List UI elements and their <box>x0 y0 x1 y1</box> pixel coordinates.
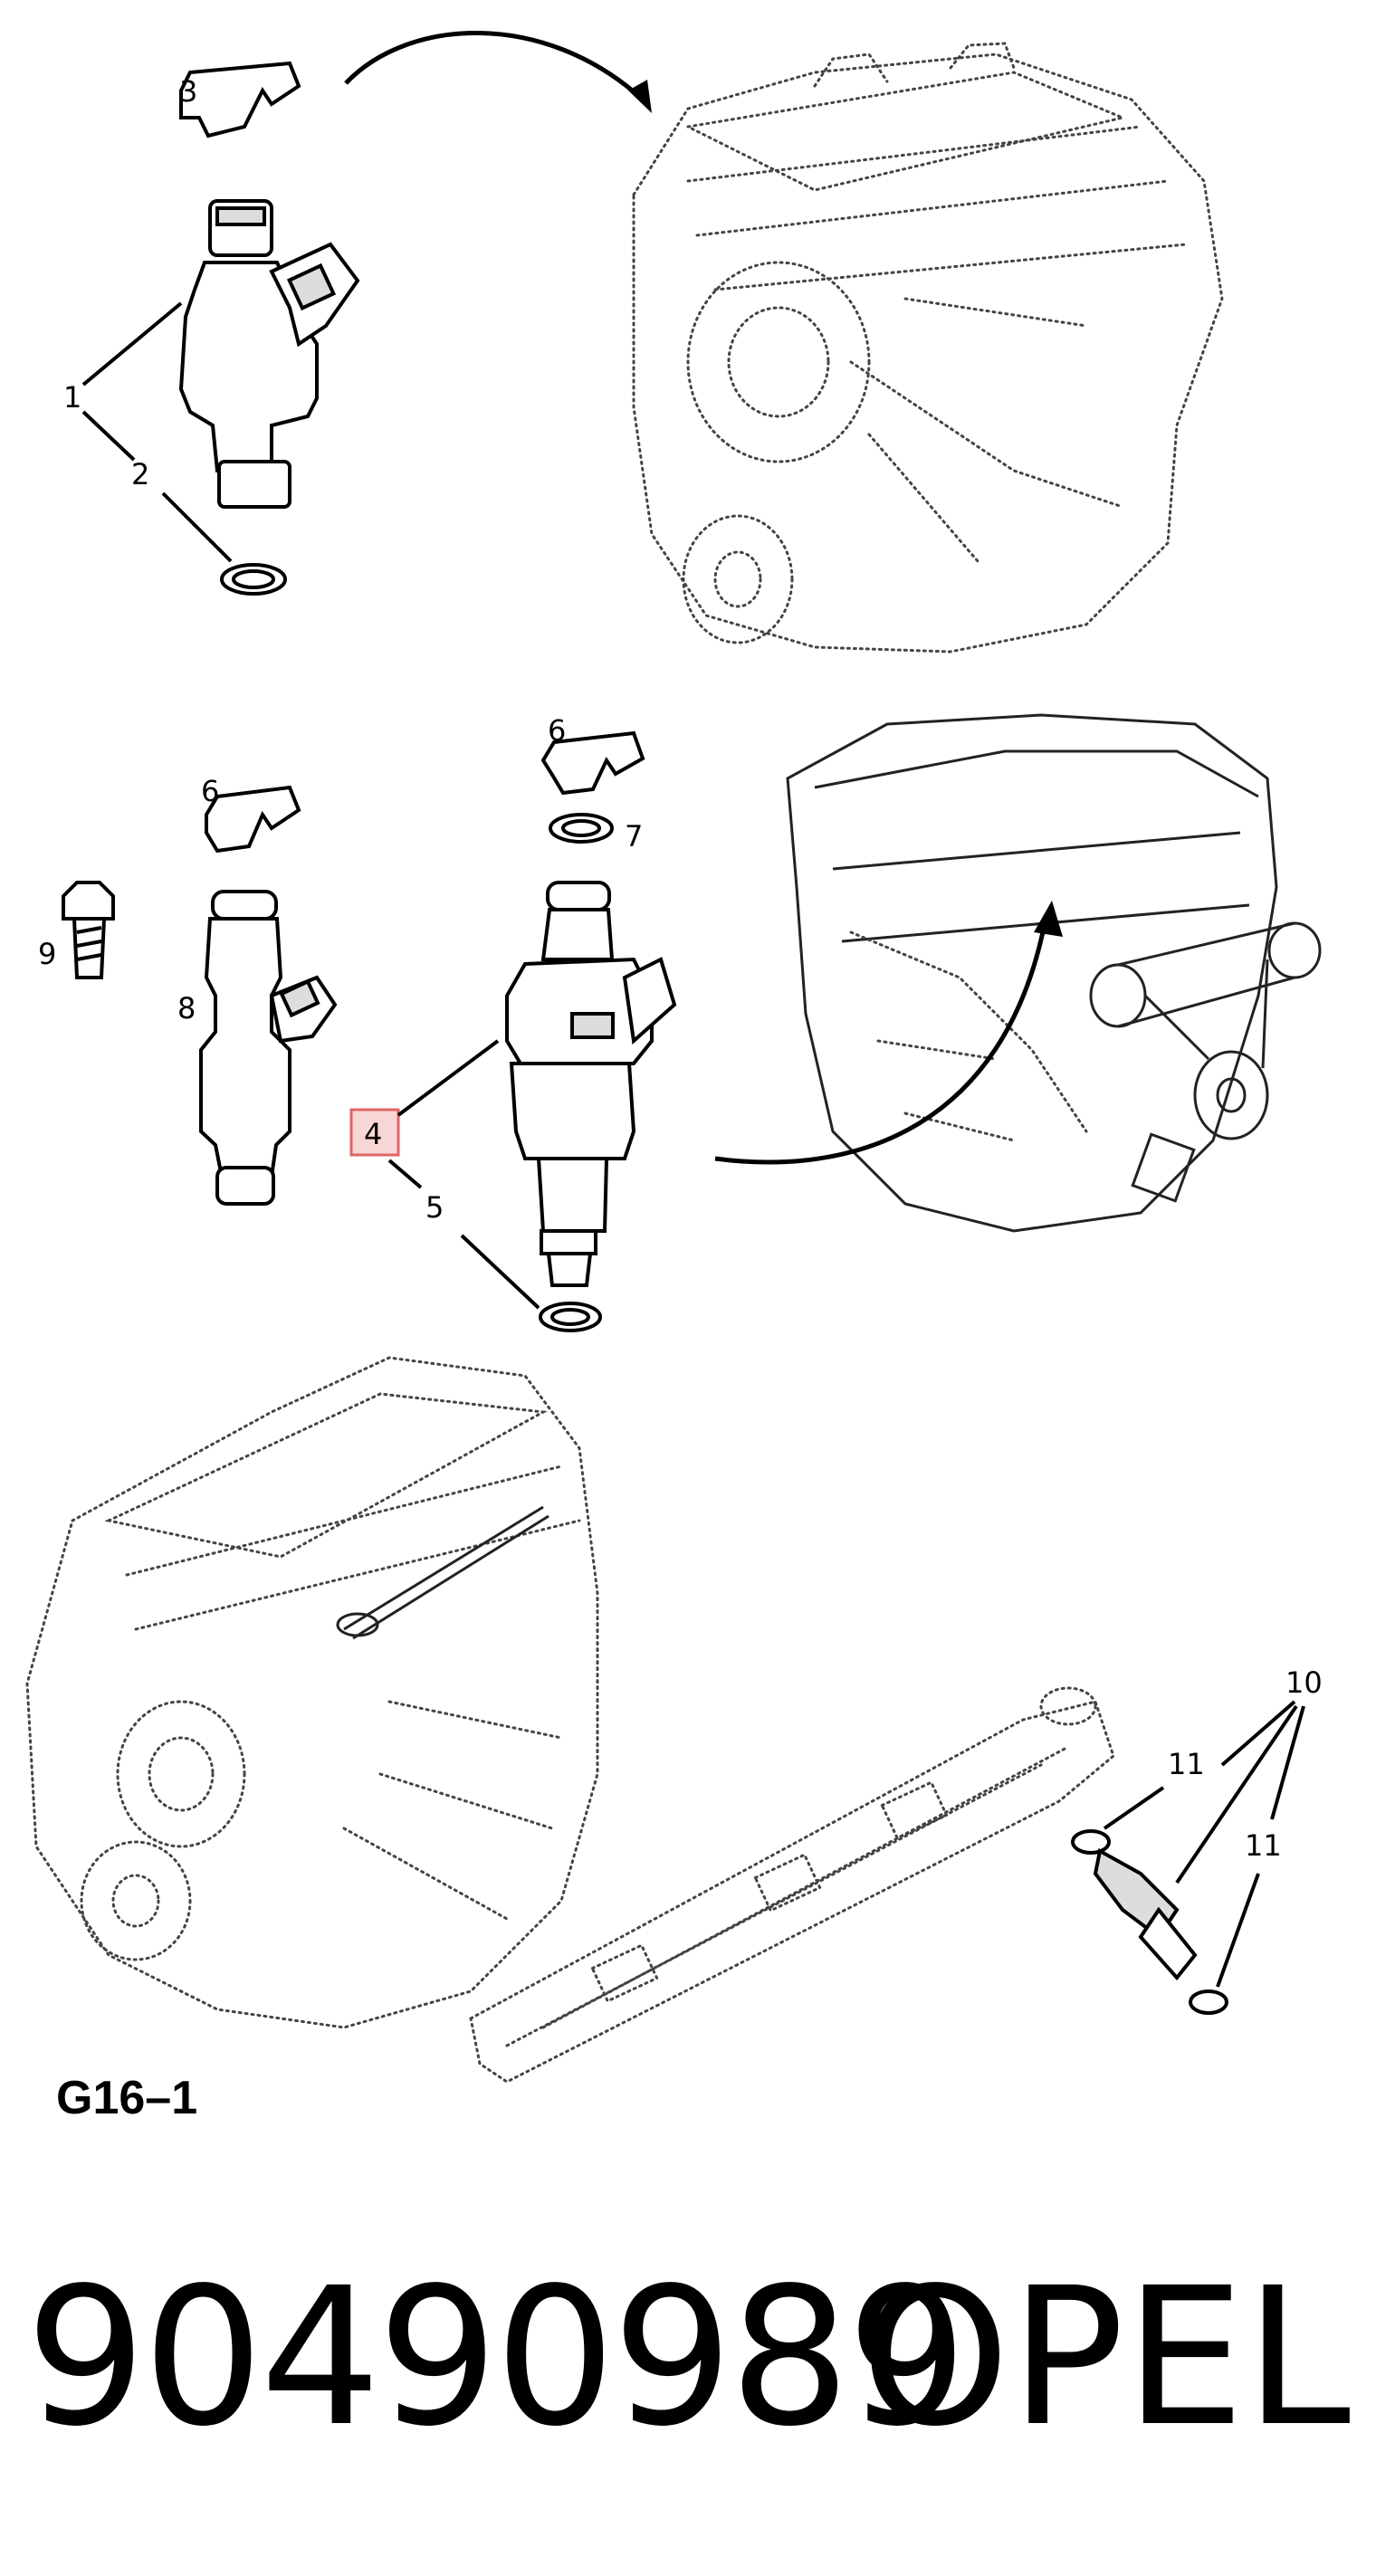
leader-5 <box>460 1234 540 1310</box>
fuel-injector-1 <box>178 61 360 596</box>
callout-11-top: 11 <box>1168 1747 1205 1781</box>
callout-4-highlight <box>349 1108 400 1157</box>
fuel-injector-4 <box>505 730 677 1332</box>
brand-name: OPEL <box>860 2247 1351 2468</box>
leader-4b <box>387 1159 423 1189</box>
engine-illustration-middle <box>786 713 1322 1233</box>
callout-5: 5 <box>425 1190 444 1225</box>
arrow-head-middle <box>1034 901 1063 937</box>
callout-6-center: 6 <box>548 713 566 748</box>
fuel-injector-10 <box>1071 1829 1228 2015</box>
callout-1: 1 <box>63 380 81 415</box>
leader-10 <box>1175 1700 1305 1884</box>
leader-4 <box>397 1039 500 1117</box>
leader-11-bottom <box>1216 1873 1260 1988</box>
leader-11-top <box>1103 1786 1165 1830</box>
callout-9: 9 <box>38 937 56 971</box>
callout-8: 8 <box>177 991 196 1026</box>
engine-illustration-bottom <box>25 1356 599 2029</box>
install-arrow-middle <box>714 918 1048 1165</box>
callout-7: 7 <box>625 819 643 854</box>
callout-6-left: 6 <box>201 774 219 808</box>
install-arrow-top <box>344 31 645 101</box>
engine-illustration-top <box>632 42 1224 654</box>
arrow-head-top <box>628 80 652 113</box>
part-number: 90490989 <box>25 2247 968 2468</box>
leader-2 <box>161 491 233 563</box>
callout-10: 10 <box>1285 1665 1323 1700</box>
fuel-rail-highlight <box>343 1505 549 1640</box>
fuel-rail <box>469 1686 1115 2084</box>
callout-2: 2 <box>131 457 149 491</box>
bolt-9 <box>62 881 115 979</box>
fuel-injector-8 <box>199 785 338 1206</box>
section-code: G16–1 <box>56 2072 198 2124</box>
callout-3: 3 <box>179 74 197 109</box>
callout-4: 4 <box>364 1117 382 1151</box>
callout-11-bottom: 11 <box>1245 1828 1282 1863</box>
leader-1 <box>81 301 183 462</box>
